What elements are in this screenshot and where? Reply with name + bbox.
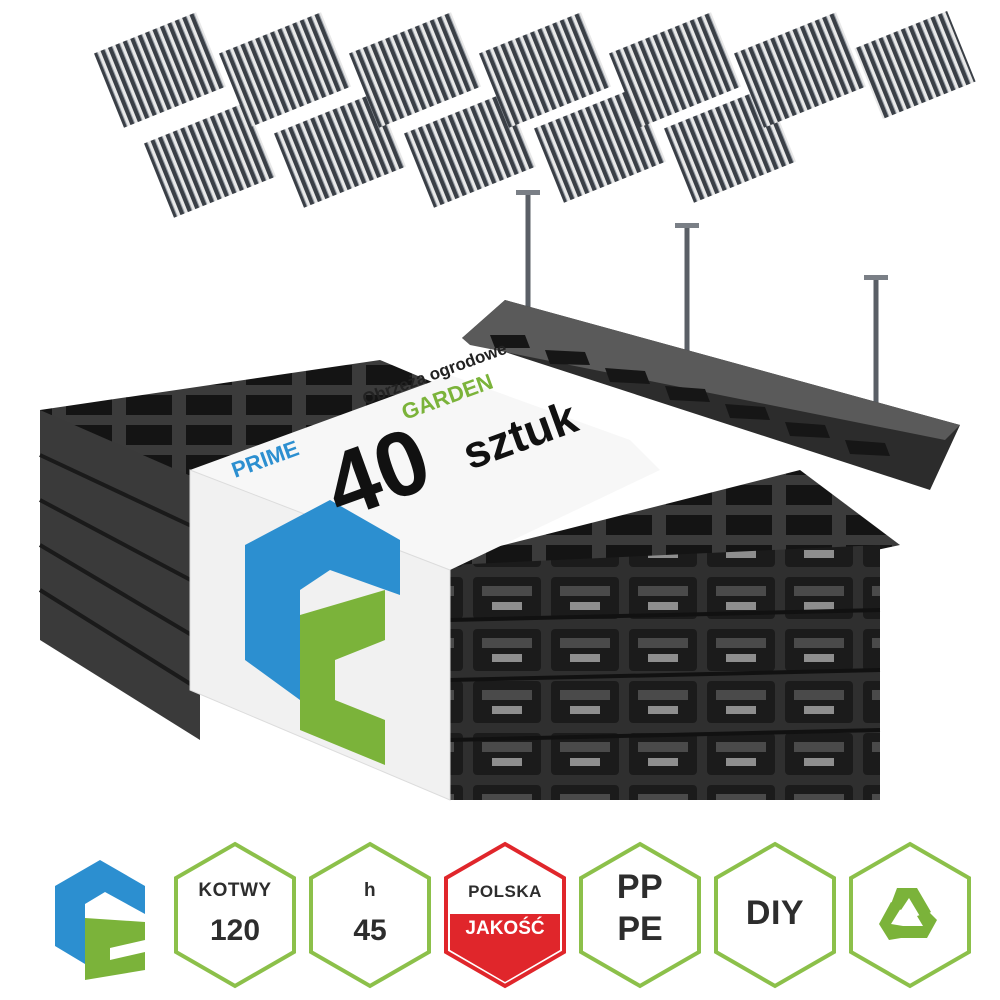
badge-height-label: h — [363, 880, 377, 901]
badge-anchors: KOTWY 120 — [170, 840, 300, 990]
badge-material-pe: PE — [617, 910, 663, 948]
badge-polish-quality: POLSKA JAKOŚĆ — [440, 840, 570, 990]
badge-polish-quality-label: POLSKA — [468, 882, 542, 901]
edging-piece — [462, 190, 960, 490]
badge-recycle — [845, 840, 975, 990]
badge-polish-quality-value: JAKOŚĆ — [465, 918, 545, 939]
package-label: 40 sztuk PRIME GARDEN Obrzeża ogrodowe — [189, 339, 660, 801]
badge-material-pp: PP — [616, 868, 664, 906]
badge-diy-label: DIY — [745, 894, 805, 932]
badge-height: h 45 — [305, 840, 435, 990]
spike-bundles — [94, 11, 976, 218]
hexagon-frame — [714, 841, 836, 989]
badge-anchors-value: 120 — [209, 914, 261, 947]
feature-badges: KOTWY 120 h 45 POLSKA JAKOŚĆ PP PE DIY — [0, 840, 1000, 990]
hexagon-frame — [579, 841, 701, 989]
badge-anchors-label: KOTWY — [198, 880, 272, 901]
badge-material: PP PE — [575, 840, 705, 990]
brand-logo-badge — [35, 840, 165, 990]
hexagon-frame — [444, 841, 566, 989]
badge-diy: DIY — [710, 840, 840, 990]
hexagon-frame — [174, 841, 296, 989]
logo-icon — [45, 848, 155, 982]
recycle-icon — [849, 841, 971, 989]
hexagon-frame — [309, 841, 431, 989]
badge-height-value: 45 — [353, 914, 387, 947]
